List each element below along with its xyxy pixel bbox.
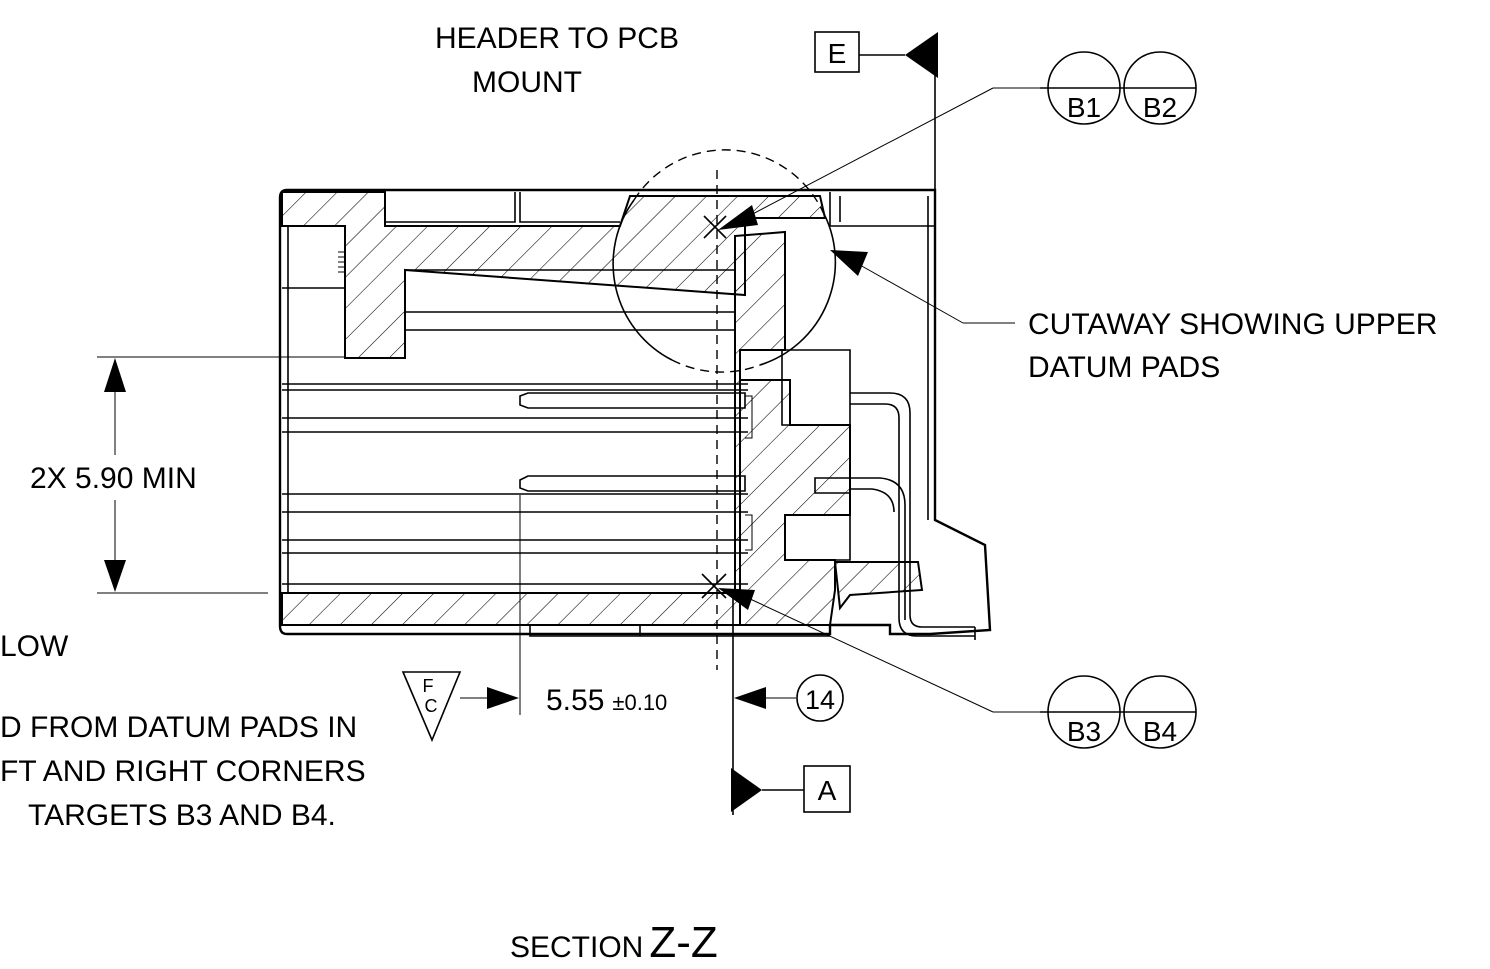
horizontal-dimension: 5.55±0.10 [460, 495, 796, 717]
special-characteristic-symbol: F C [401, 671, 462, 743]
datum-a-frame: A [731, 765, 851, 813]
datum-a-label: A [818, 775, 837, 806]
item-balloon-label: 14 [805, 685, 835, 715]
section-title-prefix: SECTION [510, 931, 643, 964]
cutaway-leader [830, 250, 1015, 324]
special-symbol-bottom: C [425, 696, 438, 716]
lower-lead [850, 477, 906, 620]
datum-target-b1-b2: B1 B2 [718, 51, 1197, 230]
note-line-1: LOW [0, 630, 69, 663]
note-line-3: FT AND RIGHT CORNERS [0, 755, 366, 788]
vertical-dimension-label: 2X 5.90 MIN [30, 462, 197, 495]
datum-target-b3-b4: B3 B4 [718, 588, 1197, 749]
target-b4-label: B4 [1143, 716, 1177, 747]
special-symbol-top: F [423, 676, 434, 696]
cutaway-label-1: CUTAWAY SHOWING UPPER [1028, 308, 1437, 341]
target-b3-label: B3 [1067, 716, 1101, 747]
header-mount-label-1: HEADER TO PCB [435, 22, 679, 55]
target-b2-label: B2 [1143, 92, 1177, 123]
housing-body [278, 188, 992, 640]
upper-pin [519, 392, 746, 409]
item-balloon: 14 [796, 674, 844, 722]
datum-e-frame: E [814, 31, 938, 78]
header-mount-label-2: MOUNT [472, 66, 582, 99]
note-line-4: TARGETS B3 AND B4. [28, 799, 336, 832]
hatched-right-block [739, 379, 851, 626]
hatched-bottom-wall [281, 592, 741, 626]
datum-e-label: E [828, 38, 847, 69]
cutaway-label-2: DATUM PADS [1028, 351, 1220, 384]
horizontal-dimension-value: 5.55±0.10 [546, 684, 667, 717]
vertical-dimension: 2X 5.90 MIN [30, 356, 345, 594]
note-line-2: D FROM DATUM PADS IN [0, 711, 357, 744]
lower-pin [519, 475, 746, 492]
hatched-right-foot [833, 561, 924, 611]
upper-lead [850, 392, 975, 628]
target-cross-upper [703, 215, 727, 239]
target-cross-lower [701, 573, 727, 599]
cutaway-circle [612, 149, 837, 373]
target-b1-label: B1 [1067, 92, 1101, 123]
section-title-name: Z-Z [649, 918, 717, 967]
